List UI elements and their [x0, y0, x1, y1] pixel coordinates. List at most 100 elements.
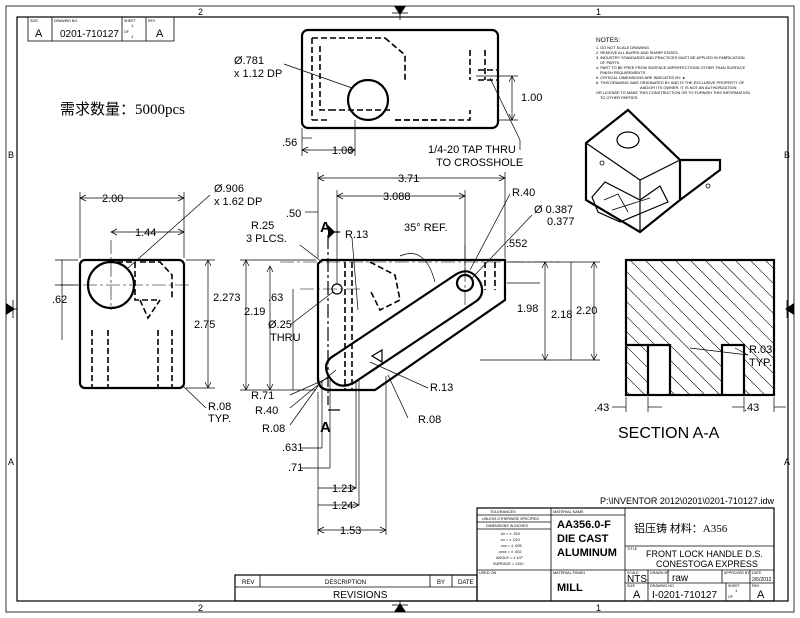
tb-title-label: TITLE	[627, 547, 638, 551]
center-arrow-left	[6, 300, 15, 318]
dim-063: .63	[268, 292, 283, 304]
dim-198: 1.98	[517, 303, 538, 315]
section-mark-top: A	[320, 219, 331, 236]
notes-heading: NOTES:	[596, 37, 620, 44]
dim-typ2: TYP.	[749, 357, 772, 369]
tb-rev-label: REV	[752, 584, 760, 588]
note-line: OR LICENSE TO MAKE THIS CONSTRUCTION OR …	[596, 90, 750, 95]
note-line: OF PARTS.	[600, 60, 620, 65]
dim-062: .62	[52, 294, 67, 306]
zone-label-top-1: 1	[596, 7, 601, 17]
dim-angle: 35° REF.	[404, 222, 448, 234]
dim-hole-25: Ø.25	[268, 319, 292, 331]
center-arrow-bottom	[392, 603, 408, 612]
tb-drawn-label: DRAWN BY	[650, 571, 670, 575]
center-arrow-top	[392, 6, 408, 20]
dim-275: 2.75	[194, 319, 215, 331]
section-view	[612, 258, 786, 412]
header-dwg: 0201-710127	[60, 29, 119, 40]
dim-r08b: R.08	[418, 414, 441, 426]
dim-200: 2.00	[102, 193, 123, 205]
top-view	[283, 28, 521, 156]
isometric-view	[584, 108, 722, 234]
header-sheet-total: 1	[131, 34, 134, 39]
dim-dp-112: x 1.12 DP	[234, 68, 282, 80]
header-sheet: 1	[131, 23, 134, 28]
zone-label-right-b: B	[784, 150, 790, 160]
center-arrow-right	[785, 300, 794, 318]
dim-144: 1.44	[135, 227, 156, 239]
tb-sheet: 1	[735, 588, 738, 593]
tb-tol-line: .xxxx = ± .002	[498, 550, 522, 554]
dim-124: 1.24	[332, 500, 353, 512]
note-line: 3. INDUSTRY STANDARDS AND PRACTICES MUST…	[596, 55, 745, 60]
header-sheet-label: SHEET	[124, 19, 137, 23]
dim-219: 2.19	[244, 306, 265, 318]
tb-of: OF	[728, 595, 734, 599]
dim-r03: R.03	[749, 344, 772, 356]
tb-tol-line: SURFACE = 125√	[493, 562, 525, 566]
dim-043b: .43	[744, 402, 759, 414]
dim-218: 2.18	[551, 309, 572, 321]
tb-title-2: CONESTOGA EXPRESS	[656, 559, 758, 569]
dim-2273: 2.273	[213, 292, 241, 304]
title-block	[476, 507, 775, 602]
tb-approved-label: APPROVED BY	[724, 571, 750, 575]
dim-typ: TYP.	[208, 413, 231, 425]
section-title: SECTION A-A	[618, 425, 720, 442]
dim-3088: 3.088	[383, 191, 411, 203]
dim-r40a: R.40	[512, 187, 535, 199]
note-line: 5. CRITICAL DIMENSIONS ARE INDICATED BY:…	[596, 75, 685, 80]
front-view	[240, 172, 600, 535]
header-block: SIZE A DRAWING NO. 0201-710127 SHEET 1 O…	[27, 16, 175, 42]
tb-dwg: I-0201-710127	[652, 590, 717, 601]
tb-cn-note: 铝压铸 材料：A356	[634, 521, 728, 535]
zone-label-right-a: A	[784, 457, 790, 467]
rev-col-rev: REV	[242, 580, 254, 586]
dim-631: .631	[282, 442, 303, 454]
dim-220: 2.20	[576, 305, 597, 317]
tb-dim-in: DIMENSIONS IN INCHES	[486, 524, 529, 528]
tb-finish: MILL	[557, 582, 583, 594]
header-rev-label: REV	[148, 19, 156, 23]
revisions-table	[234, 574, 478, 602]
dim-hole-906: Ø.906	[214, 183, 244, 195]
dim-r25-b: 3 PLCS.	[246, 233, 287, 245]
dim-043a: .43	[594, 402, 609, 414]
tb-rev: A	[757, 589, 765, 601]
section-mark-bottom: A	[320, 419, 331, 436]
side-view	[55, 192, 215, 409]
dim-100: 1.00	[521, 92, 542, 104]
tb-tol-line: .xxx = ± .005	[500, 544, 522, 548]
tb-title-1: FRONT LOCK HANDLE D.S.	[646, 549, 763, 559]
dim-r13a: R.13	[345, 229, 368, 241]
rev-title: REVISIONS	[333, 590, 388, 601]
tb-drawn: raw	[672, 573, 689, 584]
zone-label-bottom-2: 2	[198, 603, 203, 613]
tb-tol-line: .xx = ± .010	[500, 538, 520, 542]
notes-block: NOTES: 1. DO NOT SCALE DRAWING. 2. REMOV…	[596, 37, 750, 100]
header-size: A	[35, 28, 43, 40]
tb-tol-line: .0x = ± .010	[500, 532, 520, 536]
tb-scale: NTS	[627, 574, 647, 585]
dim-153: 1.53	[340, 525, 361, 537]
tb-date: 2/6/2012	[752, 577, 772, 583]
dim-tap-1: 1/4-20 TAP THRU	[428, 144, 516, 156]
note-line: FINISH REQUIREMENTS.	[600, 70, 646, 75]
dim-dp-162: x 1.62 DP	[214, 196, 262, 208]
dim-r08c: R.08	[208, 401, 231, 413]
dim-r71: R.71	[251, 390, 274, 402]
tb-size: A	[633, 589, 641, 601]
dim-dia-387: Ø 0.387	[534, 204, 573, 216]
dim-r40b: R.40	[255, 405, 278, 417]
zone-label-left-a: A	[8, 457, 14, 467]
sheet-border	[5, 5, 795, 613]
section-hatching	[626, 260, 774, 395]
quantity-note: 需求数量：5000pcs	[60, 101, 185, 118]
rev-col-date: DATE	[458, 580, 474, 586]
rev-col-by: BY	[437, 580, 445, 586]
tb-tol-title: TOLERANCES	[490, 510, 516, 514]
file-path: P:\INVENTOR 2012\0201\0201-710127.idw	[600, 496, 774, 506]
dim-tap-2: TO CROSSHOLE	[436, 157, 523, 169]
